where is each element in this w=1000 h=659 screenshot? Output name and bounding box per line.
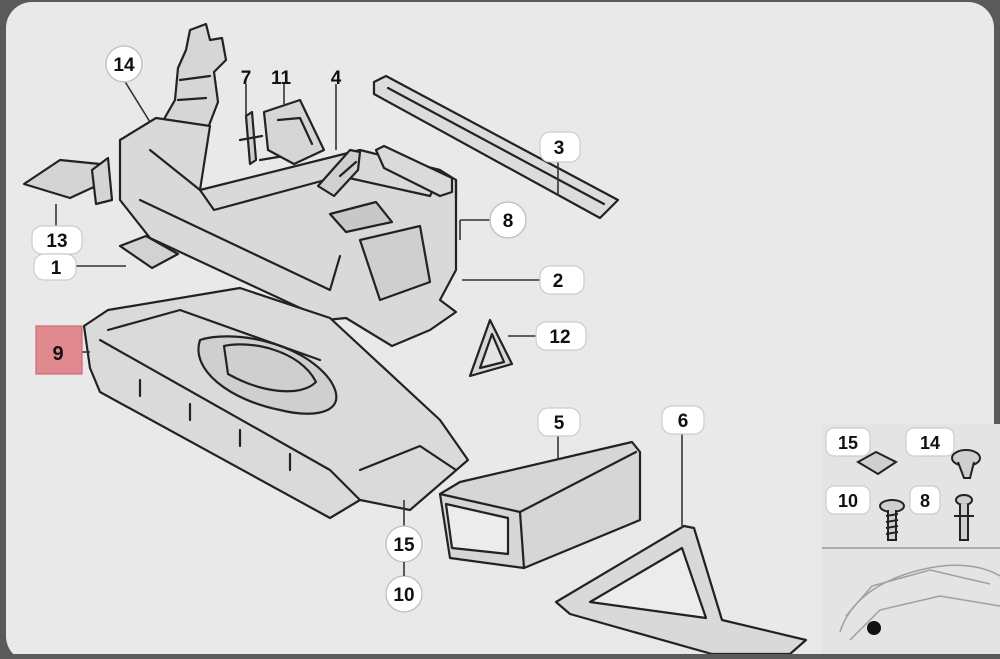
svg-text:15: 15	[393, 535, 415, 556]
svg-text:5: 5	[554, 413, 565, 434]
location-dot	[867, 621, 881, 635]
part-6-triangle	[554, 524, 808, 656]
clip-15-icon	[856, 450, 898, 476]
part-8-frame-right	[374, 144, 454, 198]
callout-10: 10	[385, 575, 423, 613]
inset-label-8: 8	[909, 485, 941, 515]
callout-5: 5	[537, 407, 581, 437]
callout-12: 12	[535, 321, 587, 351]
callout-6: 6	[661, 405, 705, 435]
svg-text:12: 12	[549, 327, 570, 348]
push-nut-14-icon	[951, 449, 981, 479]
callout-14: 14	[105, 45, 143, 83]
svg-text:9: 9	[52, 343, 63, 365]
part-9-air-guide	[82, 286, 470, 520]
part-13-bracket	[22, 156, 114, 206]
callout-4: 4	[331, 68, 342, 89]
part-7-clip	[238, 110, 264, 166]
svg-text:3: 3	[554, 138, 565, 159]
svg-text:13: 13	[46, 231, 67, 252]
callout-8: 8	[489, 201, 527, 239]
part-bracket-upper	[158, 22, 228, 136]
part-5-duct	[438, 440, 642, 570]
callout-3: 3	[539, 131, 581, 163]
svg-text:14: 14	[920, 433, 940, 453]
svg-text:1: 1	[51, 258, 62, 279]
car-location-icon	[839, 564, 1000, 641]
inset-label-15: 15	[825, 427, 871, 457]
callout-9-highlighted: 9	[35, 325, 83, 375]
callout-11: 11	[271, 68, 292, 89]
hardware-inset	[822, 424, 1000, 654]
svg-text:7: 7	[241, 68, 252, 89]
callout-13: 13	[31, 225, 83, 255]
svg-text:11: 11	[271, 68, 292, 89]
svg-text:10: 10	[838, 491, 858, 511]
part-1-plate	[118, 234, 180, 270]
svg-text:8: 8	[503, 211, 514, 232]
screw-10-icon	[879, 499, 905, 541]
svg-text:6: 6	[678, 411, 689, 432]
svg-text:10: 10	[393, 585, 414, 606]
part-12-gusset	[468, 318, 514, 378]
diagram-paper	[6, 2, 994, 659]
part-3-strip	[372, 74, 620, 220]
inset-label-14: 14	[905, 427, 955, 457]
callout-2: 2	[539, 265, 585, 295]
part-4-bracket	[316, 148, 362, 198]
svg-text:4: 4	[331, 68, 342, 89]
svg-text:14: 14	[113, 55, 135, 76]
part-11-duct	[262, 98, 326, 166]
callout-1: 1	[33, 253, 77, 281]
part-carrier-frame	[118, 116, 458, 348]
svg-text:15: 15	[838, 433, 858, 453]
callout-15: 15	[385, 525, 423, 563]
svg-text:8: 8	[920, 491, 930, 511]
callout-labels: 14 7 11 4 3 8 13 1 2	[31, 45, 955, 613]
inset-label-10: 10	[825, 485, 871, 515]
svg-text:2: 2	[553, 271, 564, 292]
callout-7: 7	[241, 68, 252, 89]
rivet-8-icon	[954, 494, 974, 541]
